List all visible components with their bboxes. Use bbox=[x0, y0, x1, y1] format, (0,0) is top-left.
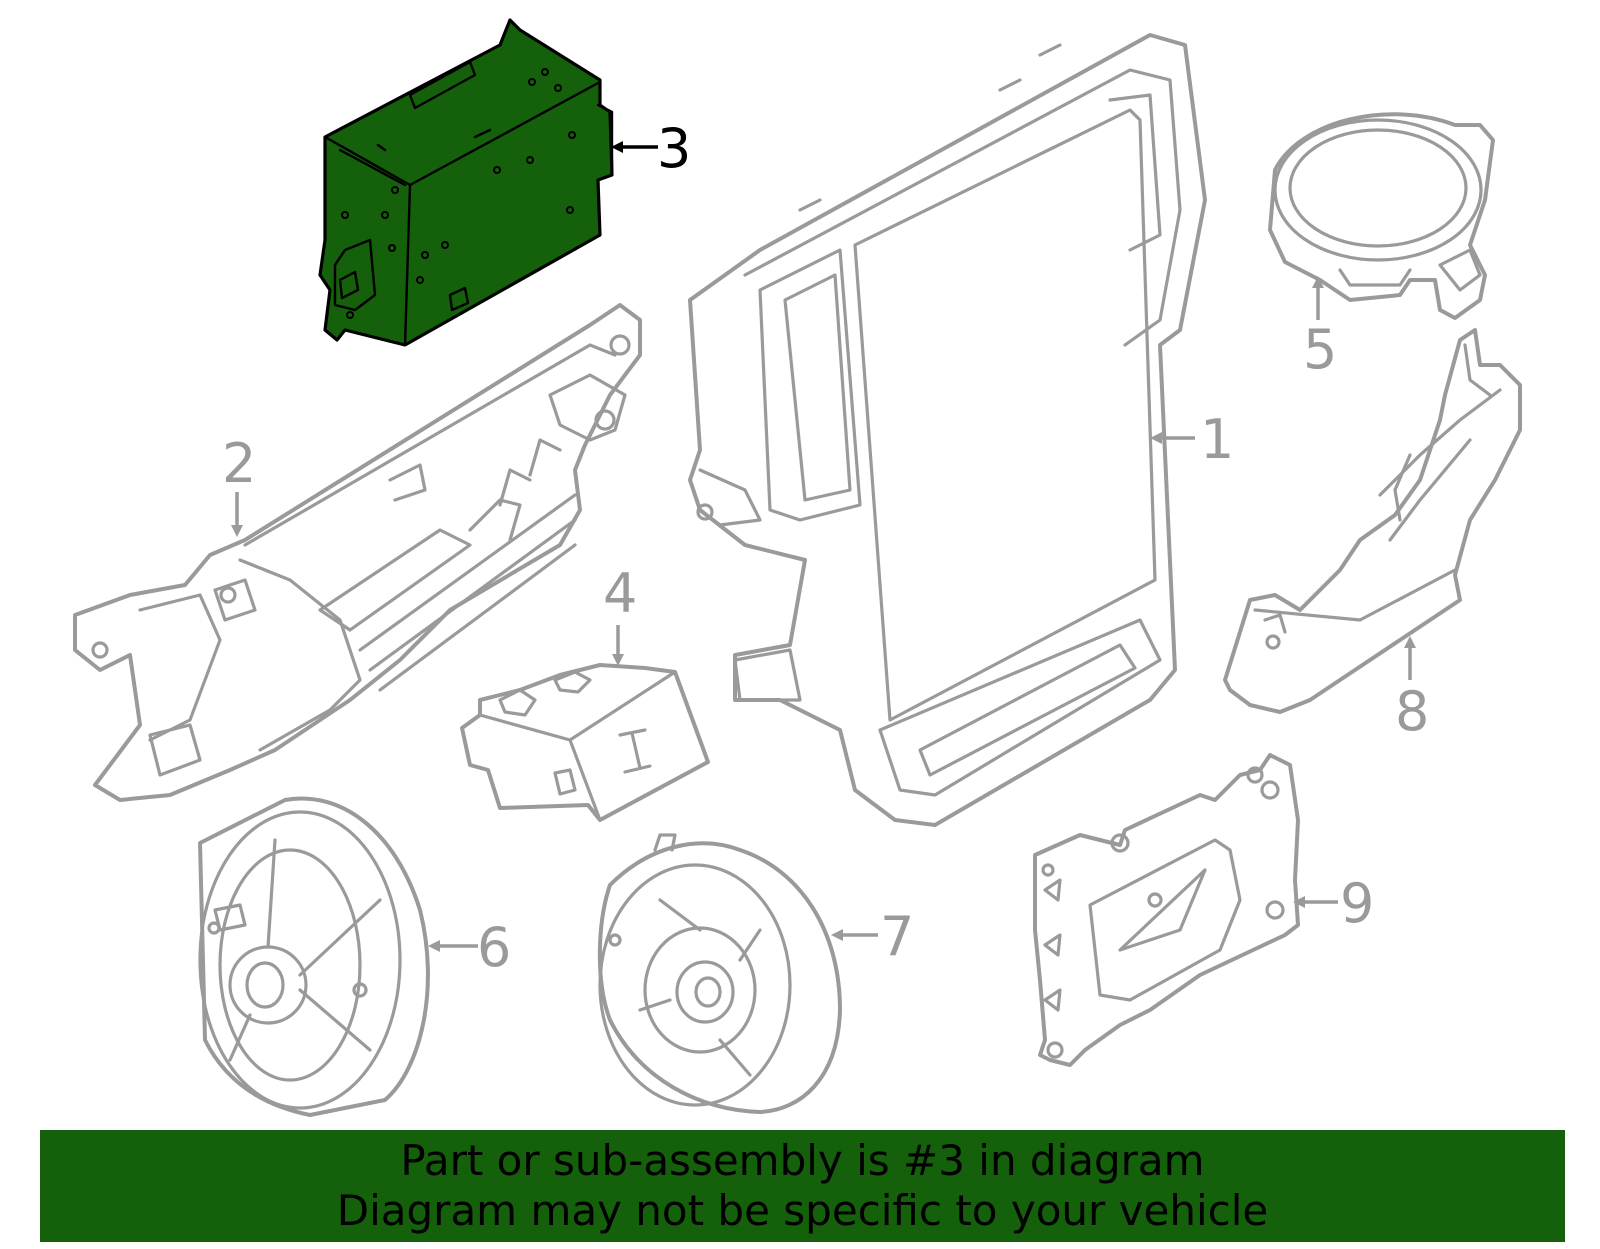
callout-2: 2 bbox=[222, 432, 256, 537]
callout-9-label: 9 bbox=[1340, 872, 1374, 935]
callout-3: 3 bbox=[611, 117, 691, 180]
callout-1-label: 1 bbox=[1200, 408, 1234, 471]
callout-4: 4 bbox=[603, 562, 637, 666]
callout-9: 9 bbox=[1293, 872, 1374, 935]
part-6-speaker-large[interactable] bbox=[198, 796, 430, 1117]
callout-7: 7 bbox=[831, 905, 914, 968]
part-3-module-highlighted[interactable] bbox=[318, 18, 614, 347]
callout-1: 1 bbox=[1150, 408, 1234, 471]
callout-2-label: 2 bbox=[222, 432, 256, 495]
part-5-oval-speaker[interactable] bbox=[1268, 112, 1495, 320]
callout-5: 5 bbox=[1303, 276, 1337, 381]
part-9-bracket-module[interactable] bbox=[1033, 753, 1300, 1067]
info-banner: Part or sub-assembly is #3 in diagram Di… bbox=[40, 1130, 1565, 1242]
callout-6: 6 bbox=[428, 916, 511, 979]
callout-4-label: 4 bbox=[603, 562, 637, 625]
callout-5-label: 5 bbox=[1303, 318, 1337, 381]
part-7-speaker-round[interactable] bbox=[597, 833, 842, 1114]
callout-3-label: 3 bbox=[657, 117, 691, 180]
part-8-speaker-enclosure[interactable] bbox=[1223, 328, 1522, 714]
banner-line-part-number: Part or sub-assembly is #3 in diagram bbox=[400, 1136, 1205, 1185]
callout-7-label: 7 bbox=[880, 905, 914, 968]
callout-8: 8 bbox=[1395, 636, 1429, 743]
callout-6-label: 6 bbox=[477, 916, 511, 979]
banner-line-disclaimer: Diagram may not be specific to your vehi… bbox=[336, 1186, 1269, 1235]
callout-8-label: 8 bbox=[1395, 680, 1429, 743]
part-4-switch-block[interactable] bbox=[460, 663, 710, 822]
part-1-display-frame[interactable] bbox=[688, 33, 1207, 827]
part-2-head-unit[interactable] bbox=[73, 303, 642, 802]
